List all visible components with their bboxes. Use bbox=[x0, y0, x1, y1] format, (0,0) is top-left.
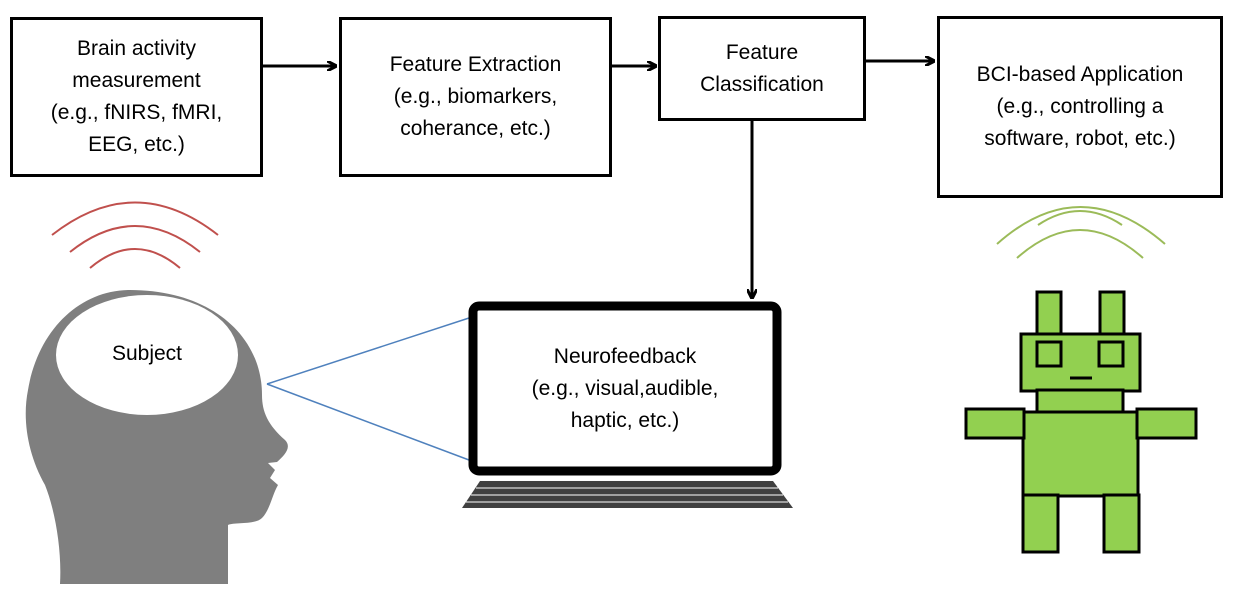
neurofeedback-text: Neurofeedback (e.g., visual,audible, hap… bbox=[480, 341, 770, 437]
feature-extraction-box: Feature Extraction (e.g., biomarkers, co… bbox=[339, 17, 612, 177]
laptop-icon bbox=[462, 301, 793, 508]
brain-activity-box: Brain activity measurement (e.g., fNIRS,… bbox=[10, 17, 263, 177]
brain-signal-waves-icon bbox=[51, 201, 219, 269]
bci-application-line-3: software, robot, etc.) bbox=[984, 127, 1176, 150]
brain-activity-line-3: (e.g., fNIRS, fMRI, bbox=[50, 101, 223, 124]
feature-classification-line-1: Feature bbox=[725, 40, 799, 64]
feature-extraction-line-1: Feature Extraction bbox=[389, 53, 562, 76]
subject-label-text: Subject bbox=[111, 342, 183, 365]
sight-lines bbox=[266, 317, 470, 461]
bci-application-box: BCI-based Application (e.g., controlling… bbox=[937, 16, 1223, 198]
brain-area bbox=[56, 295, 238, 415]
robot-icon bbox=[964, 290, 1198, 554]
bci-application-line-1: BCI-based Application bbox=[976, 63, 1184, 86]
feature-classification-line-2: Classification bbox=[700, 72, 824, 96]
neurofeedback-line-1: Neurofeedback bbox=[553, 345, 697, 368]
robot-signal-waves-icon bbox=[996, 206, 1166, 259]
subject-label: Subject bbox=[87, 338, 207, 370]
feature-extraction-line-3: coherance, etc.) bbox=[400, 117, 551, 140]
feature-classification-box: Feature Classification bbox=[658, 16, 866, 121]
brain-activity-line-4: EEG, etc.) bbox=[88, 133, 185, 156]
neurofeedback-line-2: (e.g., visual,audible, bbox=[531, 377, 719, 400]
brain-activity-line-2: measurement bbox=[72, 69, 201, 92]
bci-application-line-2: (e.g., controlling a bbox=[996, 95, 1164, 118]
feature-extraction-line-2: (e.g., biomarkers, bbox=[393, 85, 558, 108]
neurofeedback-line-3: haptic, etc.) bbox=[570, 409, 680, 432]
brain-activity-line-1: Brain activity bbox=[76, 37, 197, 60]
